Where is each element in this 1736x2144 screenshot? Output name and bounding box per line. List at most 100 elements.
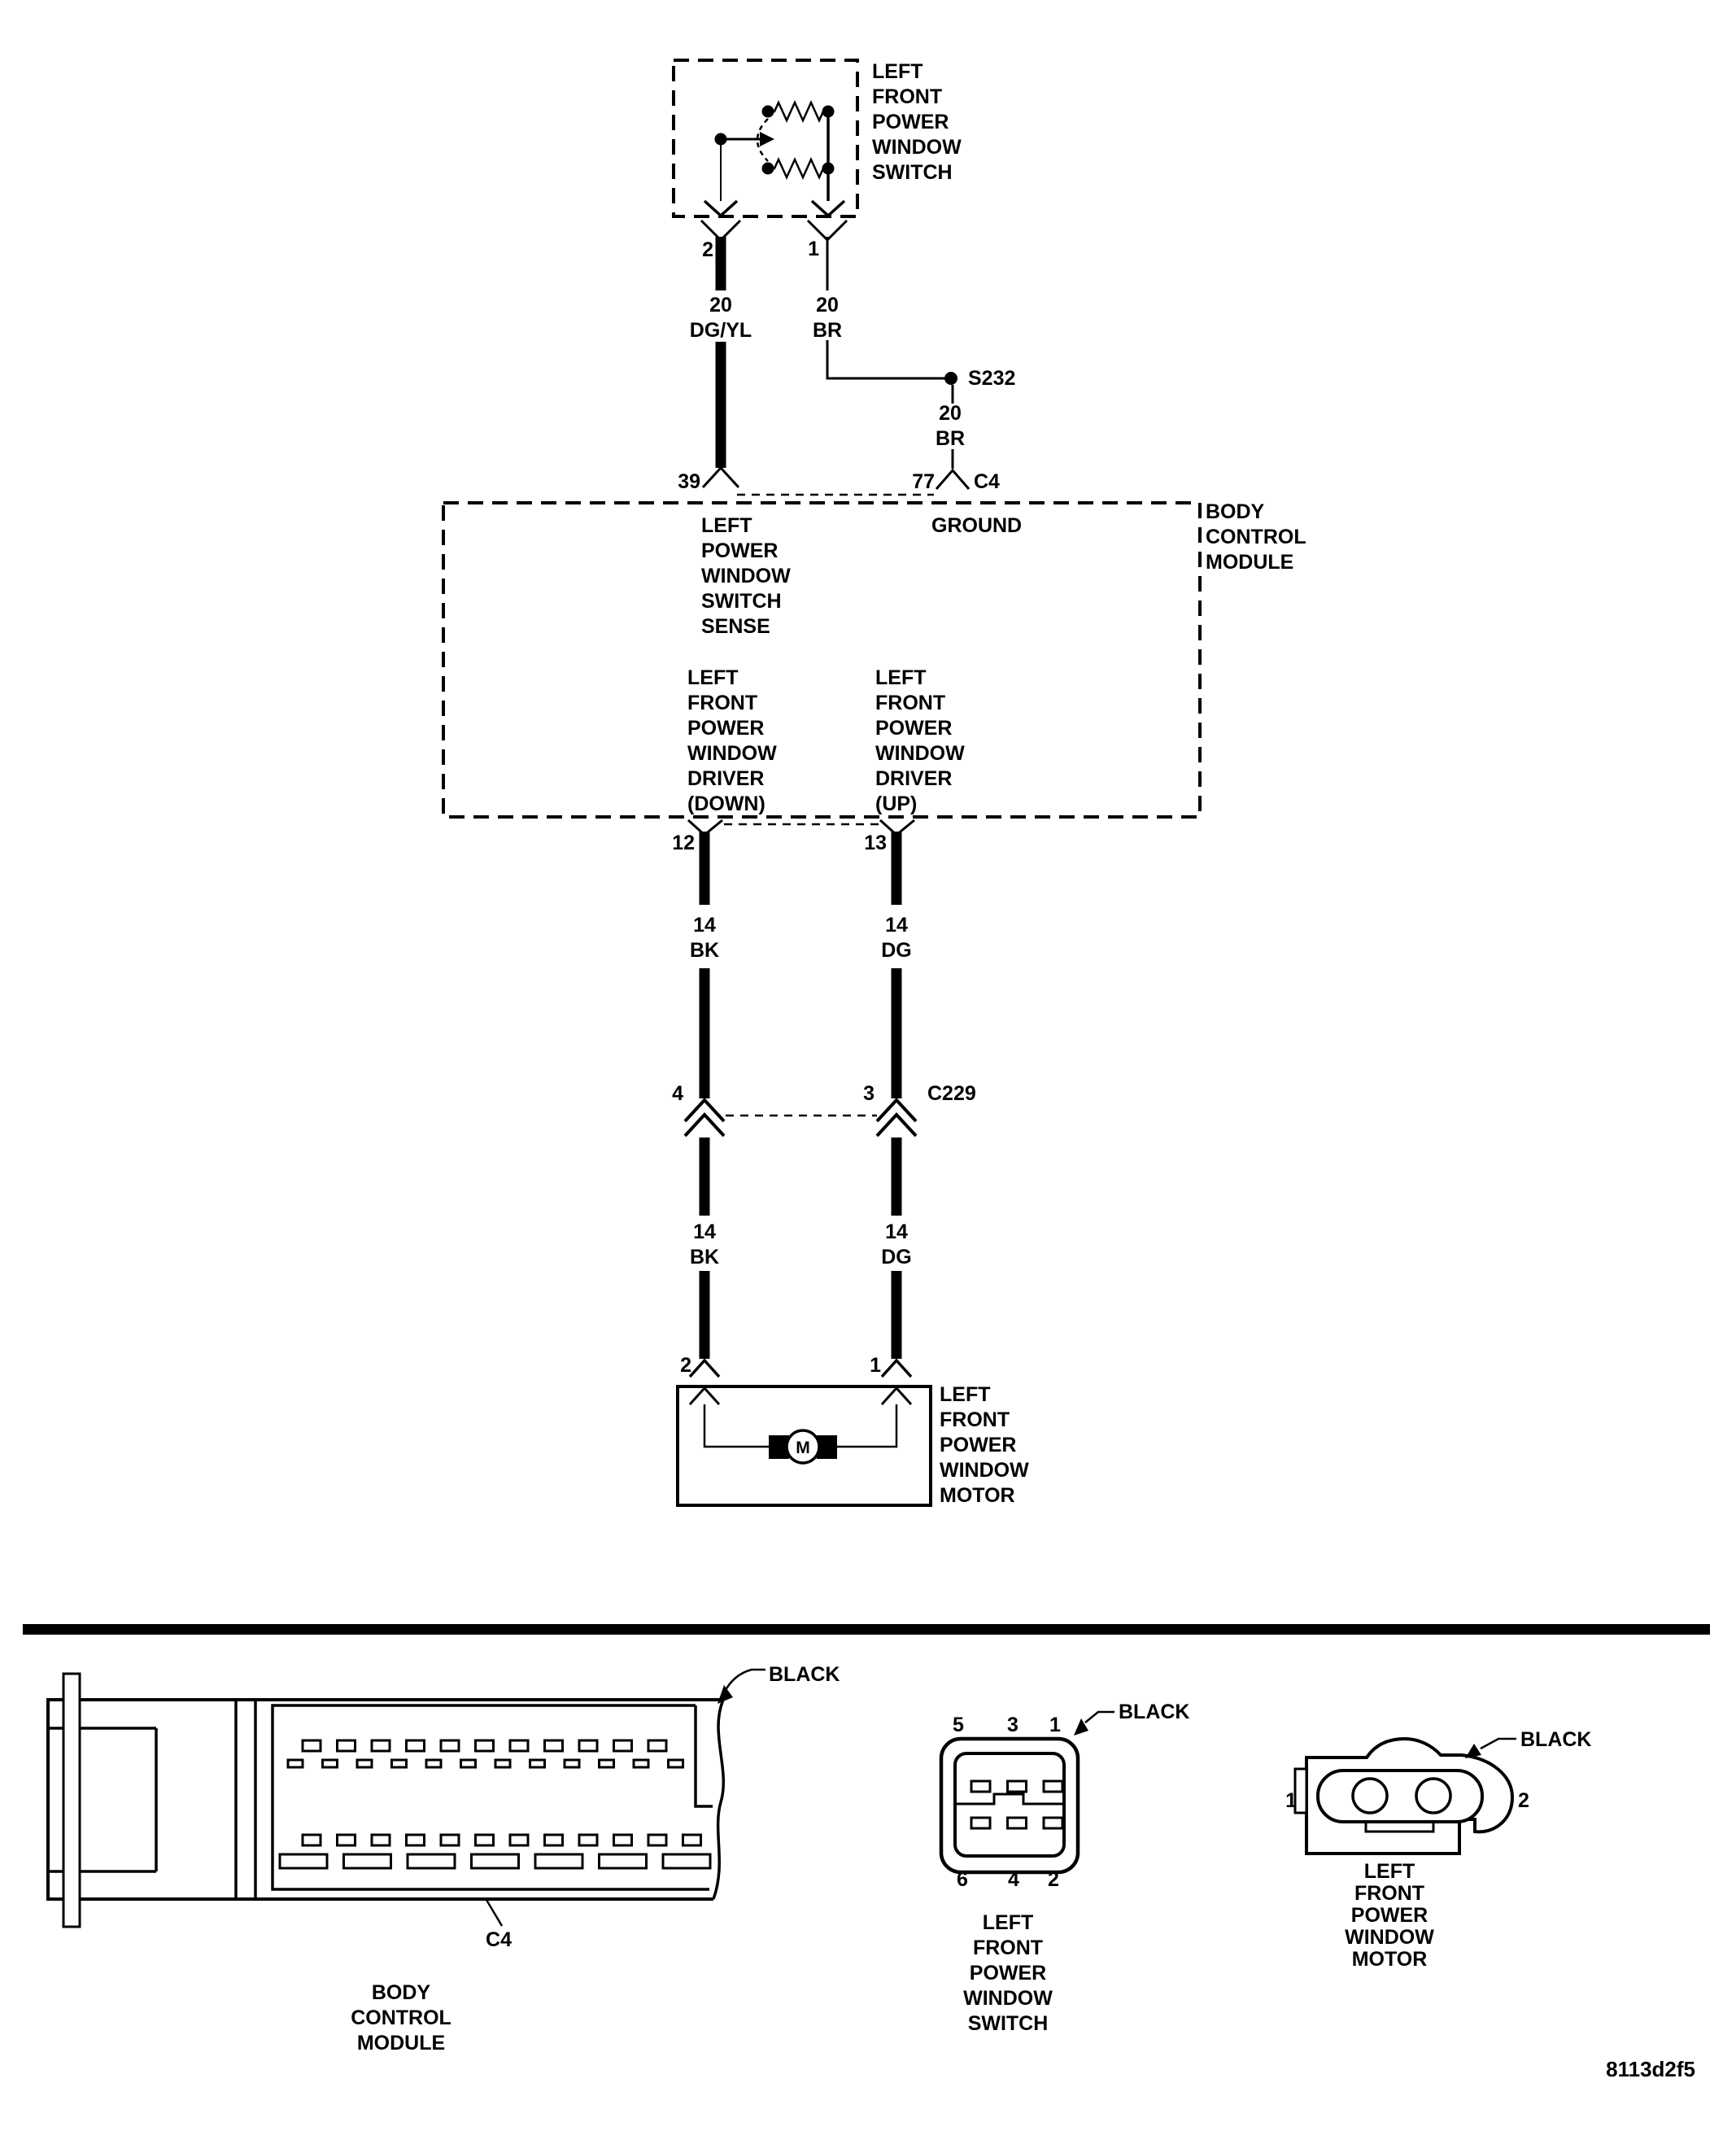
bcm-fn-ground: GROUND [931,514,1022,537]
c4-slot-row-2 [286,1758,684,1769]
bcm-fn-down-line: WINDOW [687,742,777,765]
switch-view-name-line: FRONT [973,1937,1043,1959]
motor-name-line: MOTOR [940,1484,1015,1507]
pin-slot [1006,1779,1027,1793]
bcm-name-line: MODULE [1206,551,1293,574]
bcm-fn-down-line: LEFT [687,666,739,689]
pin-slot [1006,1816,1027,1830]
pin-slot [508,1833,530,1847]
c4-label: C4 [486,1928,512,1951]
switch-name-line: WINDOW [872,136,962,159]
motor-circle [785,1429,821,1465]
motor-wires: 12 13 14 BK 14 DG 4 3 C229 14 BK 14 DG 2… [672,819,976,1377]
motor-black-leader [1480,1737,1516,1750]
switch-view-name-line: SWITCH [968,2012,1049,2035]
pin-slot [405,1833,425,1847]
pin-slot [598,1853,648,1870]
switch-contact-dot [714,133,727,146]
bcm-pin-39: 39 [678,470,700,493]
bcm-connector-c4: C4 [974,470,1000,493]
bcm-view-name-line: MODULE [357,2032,445,2054]
wire-color: BR [936,427,965,450]
motor-view-name-line: MOTOR [1352,1948,1428,1971]
pin-slot [647,1833,668,1847]
bcm-fn-down-line: (DOWN) [687,793,765,815]
bcm-fn-up-line: (UP) [875,793,917,815]
motor-name-line: LEFT [940,1383,991,1406]
switch-resistor-top [768,99,828,124]
motor-conn-tab [1293,1767,1308,1814]
pin-slot [632,1758,650,1769]
bcm-fn-down-line: POWER [687,717,764,740]
bcm-dashed-box [442,501,1202,819]
c229-chevrons [683,1098,918,1137]
switch-contact-dot [761,105,774,118]
pin-slot [1042,1816,1064,1830]
motor-connector-view: BLACK 1 2 LEFT FRONT POWER WINDOW MOTOR [1285,1728,1591,1971]
motor-pin-2: 2 [680,1354,691,1377]
switch-wiper-arrowhead [760,132,774,146]
power-window-motor-symbol: M LEFT FRONT POWER WINDOW MOTOR [676,1358,1029,1507]
switch-conn-slots-top [970,1779,1064,1793]
connector-color-label: BLACK [1119,1701,1190,1723]
bcm-fn-sense-line: WINDOW [701,565,791,587]
c4-label-leader [485,1899,504,1927]
bcm-fn-sense-line: POWER [701,539,778,562]
figure-id: 8113d2f5 [1606,2057,1695,2081]
bcm-name-line: CONTROL [1206,526,1306,548]
bcm-fn-down-line: FRONT [687,692,757,714]
switch-name-line: SWITCH [872,161,953,184]
pin-slot [355,1758,373,1769]
wire-color: BK [690,1246,719,1268]
power-window-switch-symbol: LEFT FRONT POWER WINDOW SWITCH 2 1 [672,59,962,261]
pin-slot [578,1739,599,1753]
pin-slot [543,1739,564,1753]
wire-color: DG [881,1246,912,1268]
pin-slot [301,1739,322,1753]
pin-slot [425,1758,443,1769]
bcm-fn-up-line: WINDOW [875,742,965,765]
pin-slot [474,1739,495,1753]
switch-conn-pin: 5 [953,1714,964,1736]
motor-name-line: FRONT [940,1408,1010,1431]
c4-pin-field [271,1704,713,1891]
motor-conn-notch [1364,1822,1435,1833]
motor-entry-chevrons-inner [688,1386,913,1406]
pin-slot [460,1758,477,1769]
bcm-pin-12: 12 [672,832,695,854]
pin-slot [661,1853,712,1870]
wire-gauge: 20 [816,294,839,317]
wire-gauge: 20 [939,402,962,425]
c4-torn-edge [712,1699,725,1900]
bcm-fn-up-line: POWER [875,717,952,740]
c229-label: C229 [927,1082,976,1105]
switch-exit-chevrons [703,199,846,218]
switch-view-name-line: POWER [970,1962,1046,1985]
pin-slot [970,1779,992,1793]
c4-outer-body [46,1698,723,1901]
pin-slot [301,1833,322,1847]
pin-slot [470,1853,520,1870]
bcm-fn-sense-line: SENSE [701,615,770,638]
motor-view-name-line: FRONT [1354,1882,1424,1905]
pin-slot [563,1758,581,1769]
wire-color: DG [881,939,912,962]
pin-slot [529,1758,546,1769]
bcm-c4-connector-view: BLACK C4 BODY CONTROL MODULE [46,1663,840,2054]
switch-conn-key [955,1792,1064,1806]
pin-slot [342,1853,392,1870]
bcm-fn-up-line: DRIVER [875,767,952,790]
wire-gauge: 14 [885,1220,908,1243]
harness-wires: 20 DG/YL 20 BR S232 20 BR 39 77 C4 [678,219,1015,496]
switch-contact-dot [822,105,835,118]
motor-symbol-m: M [796,1439,810,1457]
bcm-fn-sense-line: LEFT [701,514,752,537]
c229-pin-4: 4 [672,1082,683,1105]
c4-slot-row-1 [301,1739,668,1753]
pin-fork-symbols [687,819,915,836]
pin-slot [474,1833,495,1847]
connector-color-label: BLACK [769,1663,840,1686]
wire-color: BR [813,319,842,342]
motor-name-line: POWER [940,1434,1016,1456]
switch-name-line: FRONT [872,85,942,108]
